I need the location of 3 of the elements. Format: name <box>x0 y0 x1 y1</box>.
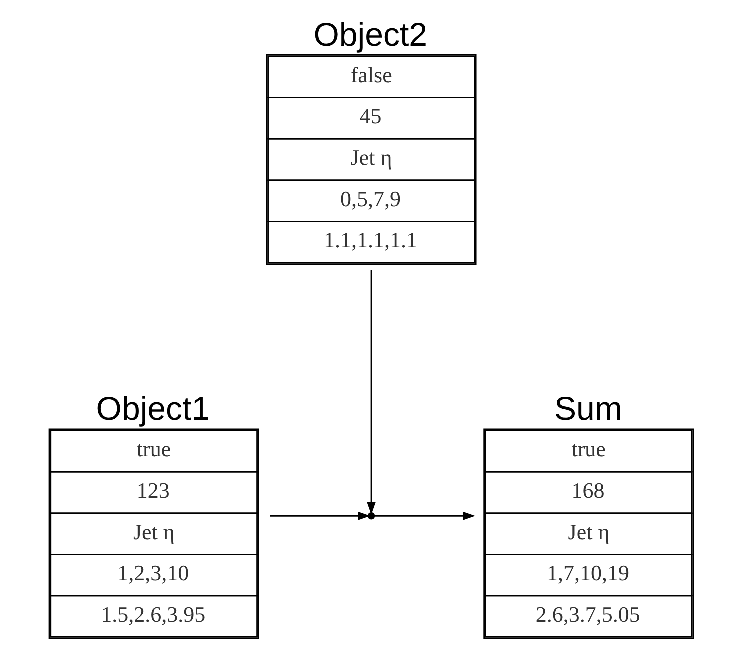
node-label: Sum <box>554 390 622 428</box>
node-label: Object2 <box>313 16 428 53</box>
node-label: Object1 <box>96 390 210 428</box>
